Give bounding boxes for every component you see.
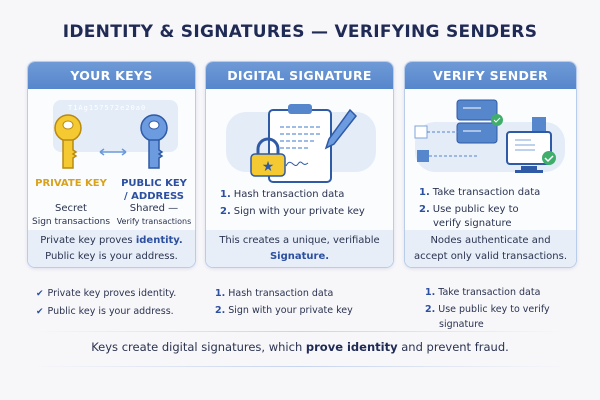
page-title: IDENTITY & SIGNATURES — VERIFYING SENDER…: [62, 22, 538, 42]
footer-text: Private key proves: [40, 235, 136, 246]
card-header: DIGITAL SIGNATURE: [206, 62, 393, 89]
step-item: 2.Sign with your private key: [215, 305, 353, 316]
card-digital-signature: DIGITAL SIGNATURE ★ 1.Hash transaction d…: [205, 61, 394, 268]
check-item: ✔Private key proves identity.: [36, 288, 177, 299]
double-arrow-icon: [99, 148, 127, 156]
check-icon: ✔: [36, 307, 44, 317]
pen-icon: [324, 108, 358, 150]
card-verify-sender: VERIFY SENDER 1.Take transaction data 2.…: [404, 61, 577, 268]
card-your-keys: YOUR KEYS T1Ag157572e20a0 PRIVATE KEY Se…: [27, 61, 196, 268]
public-key-icon: [140, 114, 168, 169]
step-item: 1.Take transaction data: [425, 287, 541, 298]
divider: [35, 331, 565, 332]
summary-col-verify: 1.Take transaction data 2.Use public key…: [425, 285, 550, 332]
footer-text: This creates a unique, verifiable: [219, 235, 380, 246]
step-item-continued: signature: [439, 319, 484, 330]
svg-text:★: ★: [262, 159, 275, 175]
step-item: 2.Use public key to verify: [425, 304, 550, 315]
footer-text: Nodes authenticate and: [430, 235, 551, 246]
padlock-star-icon: ★: [250, 137, 286, 177]
step-item: 1.Hash transaction data: [215, 288, 334, 299]
summary-text: Keys create digital signatures, which pr…: [91, 340, 509, 354]
verify-steps: 1.Take transaction data 2.Use public key…: [419, 186, 540, 231]
block-icon: [532, 117, 546, 131]
private-key-use: Sign transactions: [31, 216, 111, 227]
server-icon: [456, 99, 503, 144]
footer-text: accept only valid transactions.: [413, 251, 568, 262]
check-icon: ✔: [36, 289, 44, 299]
private-key-icon: [54, 114, 82, 169]
footer-highlight: identity.: [135, 235, 183, 246]
public-key-label: PUBLIC KEY: [121, 178, 187, 189]
signature-illustration: ★: [206, 92, 393, 183]
card-header: VERIFY SENDER: [405, 62, 576, 89]
step-item: 1.Take transaction data: [419, 187, 541, 198]
network-lines-icon: [414, 125, 479, 162]
address-label: / ADDRESS: [124, 190, 184, 202]
card-footer: Private key proves identity. Public key i…: [28, 230, 195, 267]
public-key-use: Verify transactions: [116, 216, 192, 226]
divider: [35, 366, 565, 367]
public-key-desc: Shared —: [129, 203, 179, 214]
step-item-continued: verify signature: [433, 218, 512, 229]
signature-steps: 1.Hash transaction data 2.Sign with your…: [220, 186, 365, 220]
key-hex-text: T1Ag157572e20a0: [68, 104, 147, 112]
private-key-desc: Secret: [55, 203, 87, 214]
card-footer: Nodes authenticate and accept only valid …: [405, 230, 576, 267]
summary-col-keys: ✔Private key proves identity. ✔Public ke…: [36, 285, 176, 321]
verify-illustration: [405, 92, 576, 182]
card-header: YOUR KEYS: [28, 62, 195, 89]
summary-col-signature: 1.Hash transaction data 2.Sign with your…: [215, 285, 353, 319]
footer-highlight: Signature.: [269, 251, 330, 262]
footer-text: Public key is your address.: [45, 251, 178, 262]
monitor-check-icon: [506, 131, 556, 173]
private-key-label: PRIVATE KEY: [35, 178, 107, 189]
check-item: ✔Public key is your address.: [36, 306, 174, 317]
step-item: 2.Sign with your private key: [220, 206, 365, 217]
step-item: 2.Use public key to: [419, 204, 519, 215]
step-item: 1.Hash transaction data: [220, 189, 345, 200]
keys-illustration: T1Ag157572e20a0: [28, 92, 195, 182]
